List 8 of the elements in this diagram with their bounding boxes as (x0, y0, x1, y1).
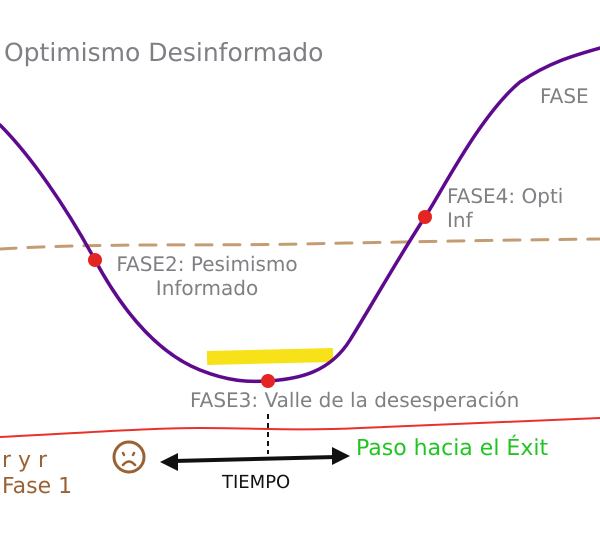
phase-label: Optimismo Desinformado (4, 38, 324, 68)
annotation-text: Paso hacia el Éxit (356, 436, 548, 462)
phase-label: FASE3: Valle de la desesperación (190, 388, 520, 412)
phase-label: FASE4: Opti Inf (447, 184, 564, 232)
note-text: r y r Fase 1 (2, 448, 74, 501)
phase-label: FASE (540, 84, 589, 108)
axis-label: TIEMPO (222, 472, 290, 494)
phase-label: FASE2: Pesimismo Informado (115, 252, 299, 300)
